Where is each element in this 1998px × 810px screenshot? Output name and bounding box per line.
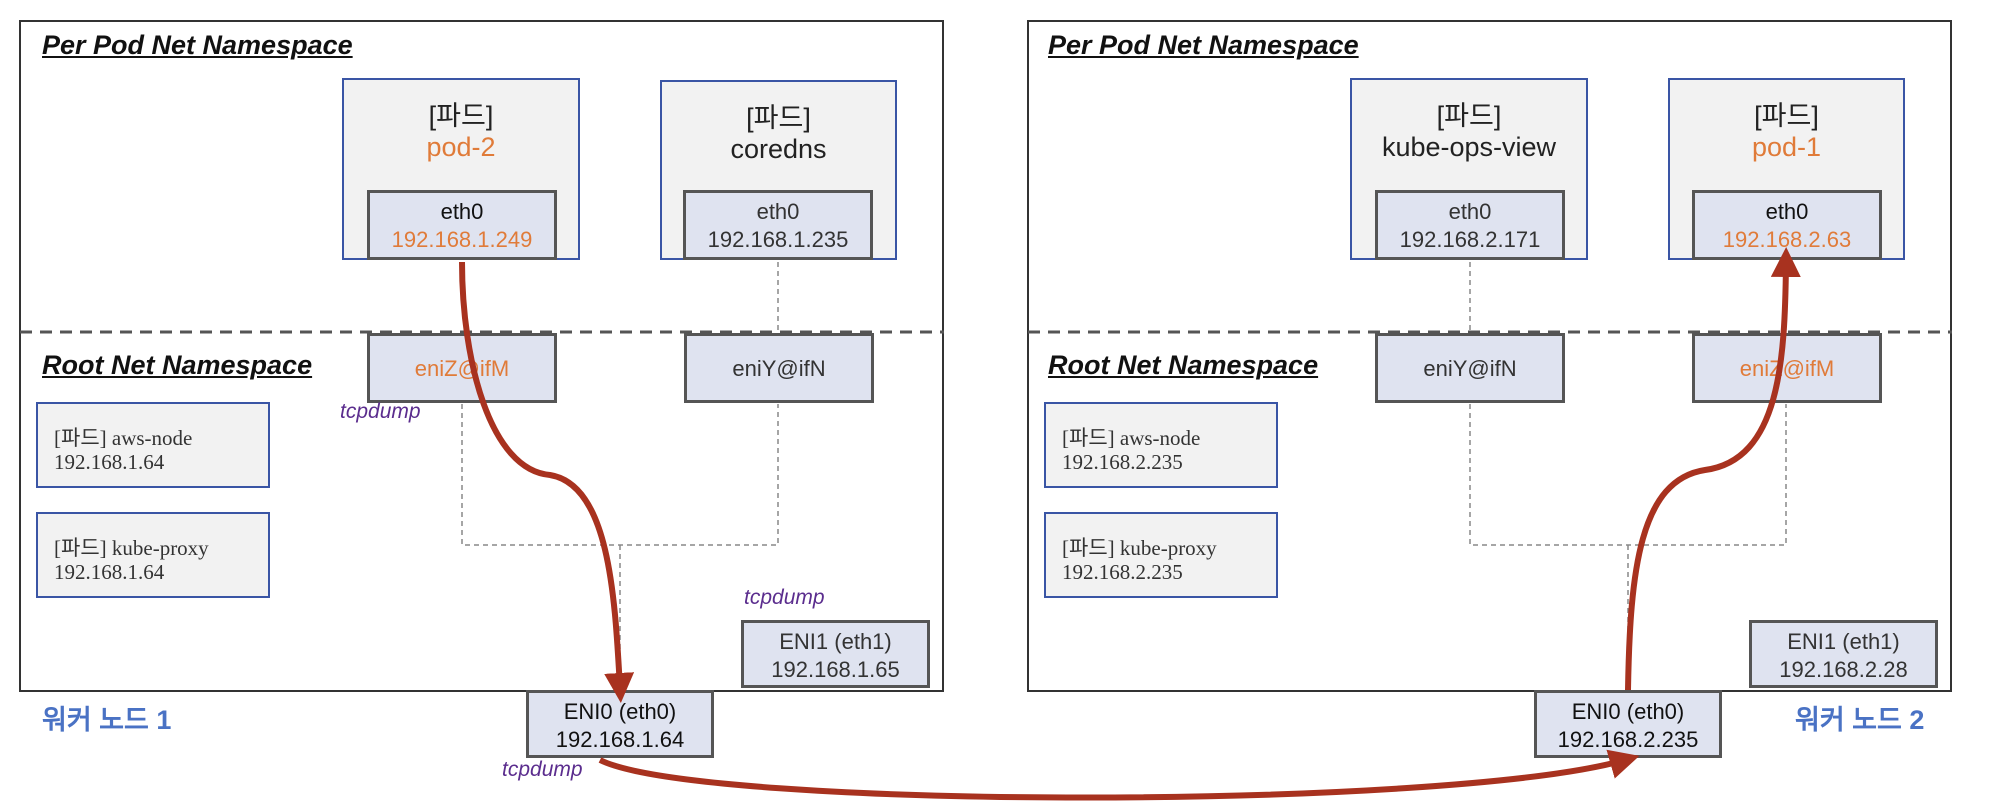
node1-eni0-label: ENI0 (eth0) — [563, 699, 677, 724]
node2-eni1-label: ENI1 (eth1) — [1787, 629, 1900, 654]
node2-aws-node-ip: 192.168.2.235 — [1062, 450, 1183, 474]
node2-kube-ops-view-name: kube-ops-view — [1381, 132, 1557, 162]
node1-pod-2-eth0: eth0 192.168.1.249 — [367, 190, 557, 260]
node1-coredns-eth0-label: eth0 — [756, 199, 800, 224]
node1-tcpdump-veth: tcpdump — [340, 400, 421, 423]
node2-kube-proxy-ip: 192.168.2.235 — [1062, 560, 1183, 584]
flow-pod2-to-eni0-arrow — [459, 261, 635, 703]
node1-eni1-ip: 192.168.1.65 — [771, 657, 900, 682]
node1-aws-node-label: [파드] aws-node — [54, 426, 193, 450]
node2-veth-eniY-label: eniY@ifN — [1423, 356, 1517, 381]
node1-kube-proxy-ip: 192.168.1.64 — [54, 560, 165, 584]
node1-veth-eniY-label: eniY@ifN — [732, 356, 826, 381]
node2-pod-1-name: pod-1 — [1751, 132, 1822, 162]
node2-eni0-ip: 192.168.2.235 — [1557, 727, 1699, 752]
node2-kube-ops-view-eth0-label: eth0 — [1448, 199, 1492, 224]
node1-veth-eniY: eniY@ifN — [684, 333, 874, 403]
worker-node-2-label: 워커 노드 2 — [1795, 705, 1925, 735]
node1-eni1: ENI1 (eth1) 192.168.1.65 — [741, 620, 930, 688]
node1-pod-2-tag: [파드] — [428, 101, 494, 131]
flow-node1-to-node2-arrow — [598, 749, 1640, 801]
node1-veth-eniZ-label: eniZ@ifM — [414, 356, 510, 381]
flow-eni0-to-pod1-arrow — [1625, 247, 1801, 691]
node2-pod-1-eth0-label: eth0 — [1765, 199, 1809, 224]
node2-kube-ops-view-tag: [파드] — [1436, 101, 1502, 131]
node1-eni1-label: ENI1 (eth1) — [779, 629, 892, 654]
node1-aws-node-ip: 192.168.1.64 — [54, 450, 165, 474]
node1-coredns-eth0: eth0 192.168.1.235 — [683, 190, 873, 260]
worker-node-1-label: 워커 노드 1 — [42, 705, 172, 735]
node2-kube-ops-view-eth0: eth0 192.168.2.171 — [1375, 190, 1565, 260]
node1-coredns-name: coredns — [730, 134, 827, 164]
node1-veth-eniZ: eniZ@ifM — [367, 333, 557, 403]
node1-kube-proxy-label: [파드] kube-proxy — [54, 536, 209, 560]
node2-veth-eniZ: eniZ@ifM — [1692, 333, 1882, 403]
node2-veth-eniZ-label: eniZ@ifM — [1739, 356, 1835, 381]
node1-eni0-ip: 192.168.1.64 — [555, 727, 685, 752]
node1-pod-2-name: pod-2 — [426, 132, 496, 162]
node2-root-ns-title: Root Net Namespace — [1048, 350, 1319, 380]
node1-kube-proxy-pod: [파드] kube-proxy 192.168.1.64 — [36, 512, 270, 598]
node2-eni1-ip: 192.168.2.28 — [1779, 657, 1908, 682]
node2-pod-ns-title: Per Pod Net Namespace — [1048, 30, 1359, 60]
node2-kube-ops-view-eth0-ip: 192.168.2.171 — [1399, 227, 1541, 252]
node1-aws-node-pod: [파드] aws-node 192.168.1.64 — [36, 402, 270, 488]
node2-aws-node-label: [파드] aws-node — [1062, 426, 1201, 450]
node1-root-ns-title: Root Net Namespace — [42, 350, 313, 380]
node1-pod-ns-title: Per Pod Net Namespace — [42, 30, 353, 60]
node1-pod-2-eth0-ip: 192.168.1.249 — [391, 227, 533, 252]
node2-kube-proxy-label: [파드] kube-proxy — [1062, 536, 1217, 560]
node1-coredns-tag: [파드] — [746, 103, 811, 133]
node1-wiring — [461, 262, 779, 690]
node2-eni1: ENI1 (eth1) 192.168.2.28 — [1749, 620, 1938, 688]
node1-pod-2-eth0-label: eth0 — [440, 199, 484, 224]
node2-aws-node-pod: [파드] aws-node 192.168.2.235 — [1044, 402, 1278, 488]
node2-veth-eniY: eniY@ifN — [1375, 333, 1565, 403]
node2-kube-proxy-pod: [파드] kube-proxy 192.168.2.235 — [1044, 512, 1278, 598]
node1-tcpdump-eni0: tcpdump — [502, 758, 583, 781]
node2-eni0-label: ENI0 (eth0) — [1571, 699, 1685, 724]
node2-pod-1-tag: [파드] — [1754, 101, 1819, 131]
node1-coredns-eth0-ip: 192.168.1.235 — [707, 227, 849, 252]
node1-tcpdump-eni1: tcpdump — [744, 586, 825, 609]
